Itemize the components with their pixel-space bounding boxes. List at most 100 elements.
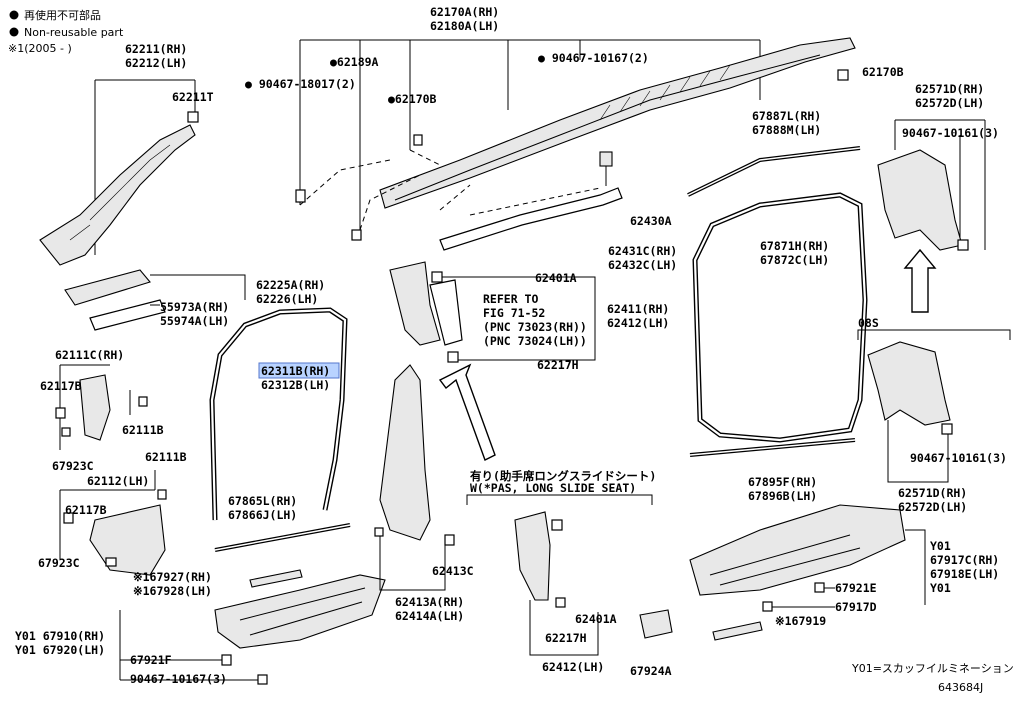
label-62112: 62112(LH) <box>87 474 149 488</box>
clip-icon <box>957 239 969 251</box>
label-67895F: 67895F(RH) <box>748 475 817 489</box>
label-62571D-b: 62571D(RH) <box>898 486 967 500</box>
legend: 再使用不可部品 Non-reusable part ※1(2005 - ) <box>8 8 124 55</box>
grip-cover <box>64 269 151 306</box>
label-167928: ※167928(LH) <box>133 584 212 598</box>
label-62311B: 62311B(RH) <box>261 364 330 378</box>
refer-line4: (PNC 73024(LH)) <box>483 334 587 348</box>
label-62412: 62412(LH) <box>607 316 669 330</box>
label-67896B: 67896B(LH) <box>748 489 817 503</box>
label-62212: 62212(LH) <box>125 56 187 70</box>
label-90467-10161-a: 90467-10161(3) <box>902 126 999 140</box>
label-62170B-b: 62170B <box>862 65 904 79</box>
label-62411: 62411(RH) <box>607 302 669 316</box>
label-62217H-a: 62217H <box>537 358 579 372</box>
up-arrow-icon <box>903 248 937 313</box>
quarter-trim-lower <box>867 341 951 426</box>
front-scuff-group <box>119 574 386 685</box>
label-62189A: ●62189A <box>330 55 379 69</box>
label-62413A: 62413A(RH) <box>395 595 464 609</box>
label-62312B: 62312B(LH) <box>261 378 330 392</box>
label-90467-10161-b: 90467-10161(3) <box>910 451 1007 465</box>
label-67921F: 67921F <box>130 653 172 667</box>
label-67866J: 67866J(LH) <box>228 508 297 522</box>
clip-icon <box>762 601 773 612</box>
legend-en: Non-reusable part <box>24 26 124 39</box>
clip-icon <box>138 396 148 407</box>
label-67924A: 67924A <box>630 664 672 678</box>
label-167919: ※167919 <box>775 614 826 628</box>
label-67920: Y01 67920(LH) <box>15 643 105 657</box>
rear-door-seal-group <box>687 146 868 457</box>
seatbelt-ref-part <box>429 279 463 346</box>
long-slide-variant-group <box>466 494 673 656</box>
a-pillar-group <box>39 79 246 331</box>
label-62111B-b: 62111B <box>145 450 187 464</box>
highlight-box <box>258 362 340 379</box>
footnote-y01: Y01=スカッフイルミネーション <box>851 662 1014 675</box>
label-67917C: 67917C(RH) <box>930 553 999 567</box>
b-pillar-upper <box>389 261 441 346</box>
label-08S: 08S <box>858 316 879 330</box>
label-67910: Y01 67910(RH) <box>15 629 105 643</box>
airbag-body <box>379 37 856 209</box>
center-pillar-group <box>374 261 596 591</box>
quarter-trim-group <box>857 119 1011 483</box>
refer-line2: FIG 71-52 <box>483 306 545 320</box>
label-62170A: 62170A(RH) <box>430 5 499 19</box>
label-55974A: 55974A(LH) <box>160 314 229 328</box>
label-90467-18017: ● 90467-18017(2) <box>245 77 356 91</box>
clip-icon <box>551 519 563 531</box>
label-62117B-a: 62117B <box>40 379 82 393</box>
label-90467-10167-2: ● 90467-10167(2) <box>538 51 649 65</box>
clip-icon <box>295 189 306 203</box>
label-67923C-b: 67923C <box>38 556 80 570</box>
label-62117B-b: 62117B <box>65 503 107 517</box>
slide-seat-jp: 有り(助手席ロングスライドシート) <box>470 469 656 483</box>
front-scuff-plate <box>214 574 386 649</box>
cowl-side-group <box>55 364 167 576</box>
label-67888M: 67888M(LH) <box>752 123 821 137</box>
clip-icon <box>105 557 117 567</box>
clip-icon <box>444 534 455 546</box>
clip-icon <box>837 69 849 81</box>
label-62572D-b: 62572D(LH) <box>898 500 967 514</box>
bullet-icon <box>9 27 19 37</box>
label-67872C: 67872C(LH) <box>760 253 829 267</box>
label-62226: 62226(LH) <box>256 292 318 306</box>
label-67921E: 67921E <box>835 581 877 595</box>
label-62430A: 62430A <box>630 214 672 228</box>
roof-airbag-group <box>295 37 856 251</box>
label-Y01-a: Y01 <box>930 539 951 553</box>
rear-scuff-light <box>712 621 763 641</box>
clip-set-icon <box>639 609 673 639</box>
b-pillar-lower <box>379 364 431 541</box>
roof-rail-trim <box>439 187 623 251</box>
rear-scuff-group <box>689 504 926 641</box>
cowl-trim-rh <box>79 374 111 441</box>
label-67865L: 67865L(RH) <box>228 494 297 508</box>
clip-icon <box>61 427 71 437</box>
label-67871H: 67871H(RH) <box>760 239 829 253</box>
legend-jp: 再使用不可部品 <box>24 8 101 22</box>
label-67917D: 67917D <box>835 600 877 614</box>
label-55973A: 55973A(RH) <box>160 300 229 314</box>
label-62412LH: 62412(LH) <box>542 660 604 674</box>
label-62571D-a: 62571D(RH) <box>915 82 984 96</box>
label-62170B-a: ●62170B <box>388 92 437 106</box>
label-62401A-b: 62401A <box>575 612 617 626</box>
refer-line1: REFER TO <box>483 292 538 306</box>
scuff-plate-light <box>249 569 303 588</box>
clip-icon <box>555 597 566 608</box>
label-67887L: 67887L(RH) <box>752 109 821 123</box>
clip-icon <box>221 654 232 666</box>
diagram-id: 643684J <box>938 681 983 694</box>
direction-arrow-icon <box>438 363 496 461</box>
screw-icon <box>257 674 268 685</box>
grip-handle <box>89 299 166 331</box>
legend-period: ※1(2005 - ) <box>8 42 72 55</box>
clip-icon <box>157 489 167 500</box>
label-62413C: 62413C <box>432 564 474 578</box>
label-62217H-b: 62217H <box>545 631 587 645</box>
